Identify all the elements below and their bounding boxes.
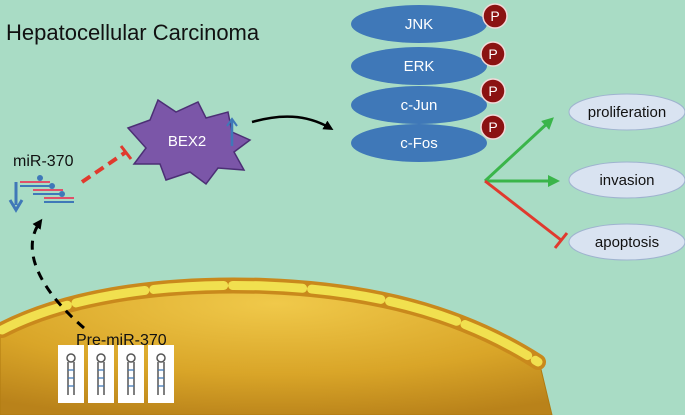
bex2-activates-kinases [251,115,334,131]
kinase-jnk [351,5,487,43]
pre-mirna-label: Pre-miR-370 [76,332,167,349]
kinase-c-jun [351,86,487,124]
phospho-badge-jnk-label: P [490,8,499,24]
phospho-badge-c-jun-label: P [488,83,497,99]
mirna-label: miR-370 [13,153,74,170]
kinase-c-fos-label: c-Fos [400,135,438,152]
down-arrow-icon [8,182,24,213]
phospho-badge-c-fos [480,114,506,140]
kinase-erk [351,47,487,85]
kinase-erk-label: ERK [404,58,435,75]
outcome-proliferation [568,93,685,131]
outcome-invasion-label: invasion [599,172,654,189]
outcome-apoptosis-label: apoptosis [595,234,659,251]
pre-mirna-hairpins [58,345,174,403]
mirna-inhibits-bex2 [80,145,133,184]
phospho-badge-jnk [482,3,508,29]
mirna-duplexes [20,175,74,203]
kinase-c-jun-label: c-Jun [401,97,438,114]
phospho-badge-erk-label: P [488,46,497,62]
bex2-node [126,98,252,186]
export-arrow [30,218,85,330]
outcome-apoptosis [568,223,685,261]
bex2-label: BEX2 [168,133,206,150]
phospho-badge-c-fos-label: P [488,119,497,135]
phospho-badge-erk [480,41,506,67]
outcome-proliferation-label: proliferation [588,104,666,121]
diagram-title: Hepatocellular Carcinoma [6,20,260,45]
kinase-jnk-label: JNK [405,16,433,33]
phospho-badge-c-jun [480,78,506,104]
promote-proliferation-arrow [483,117,554,183]
kinase-c-fos [351,124,487,162]
inhibit-apoptosis-arrow [484,179,569,249]
outcome-invasion [568,161,685,199]
